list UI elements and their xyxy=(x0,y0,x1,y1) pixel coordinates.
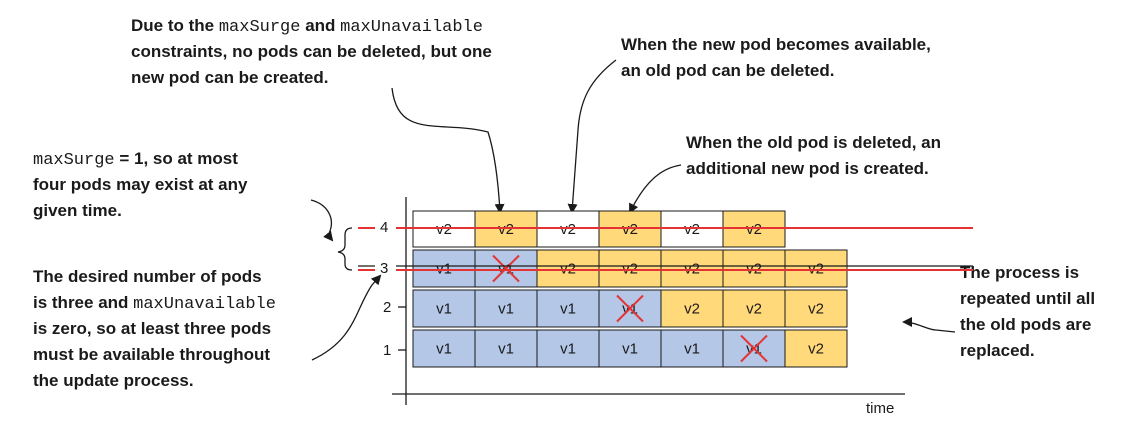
annotation-process-repeated: The process is repeated until all the ol… xyxy=(960,263,1095,360)
pod-cell-step6-slot3 xyxy=(722,249,786,288)
pod-label-step5-slot1: v1 xyxy=(684,341,700,358)
annotation-surge-constraints-line3: new pod can be created. xyxy=(131,68,328,87)
annotation-max-surge-line1: maxSurge = 1, so at most xyxy=(33,149,238,170)
pod-cell-step1-slot3 xyxy=(412,249,476,288)
pod-cell-step5-slot3 xyxy=(660,249,724,288)
annotation-process-repeated-line3: the old pods are xyxy=(960,315,1091,334)
pod-cell-step4-slot3 xyxy=(598,249,662,288)
leader-arrow-desired-pods xyxy=(311,274,382,361)
annotation-max-surge-line3: given time. xyxy=(33,201,122,220)
leader-arrow-old-pod-deleted xyxy=(629,164,682,214)
pod-label-step3-slot1: v1 xyxy=(560,341,576,358)
leader-arrow-new-pod-available xyxy=(567,59,617,214)
pod-grid: v1v1v1v2v1v1v1v2v1v1v2v2v1v1v2v2v1v2v2v2… xyxy=(412,210,848,368)
y-tick-label-1: 1 xyxy=(383,342,391,359)
pod-label-step7-slot2: v2 xyxy=(808,301,824,318)
delete-cross-icon xyxy=(616,294,644,323)
pod-cell-step7-slot1 xyxy=(784,329,848,368)
pod-cell-step3-slot1 xyxy=(536,329,600,368)
annotation-old-pod-deleted-line2: additional new pod is created. xyxy=(686,159,929,178)
pod-label-step7-slot1: v2 xyxy=(808,341,824,358)
pod-cell-step3-slot2 xyxy=(536,289,600,328)
pod-label-step2-slot4: v2 xyxy=(498,221,514,238)
pod-label-step4-slot4: v2 xyxy=(622,221,638,238)
x-axis-label: time xyxy=(866,400,894,417)
y-tick-label-3: 3 xyxy=(380,260,388,277)
pod-cell-step2-slot2 xyxy=(474,289,538,328)
pod-label-step2-slot2: v1 xyxy=(498,301,514,318)
annotation-desired-pods: The desired number of pods is three and … xyxy=(33,267,276,390)
pod-label-step3-slot4: v2 xyxy=(560,221,576,238)
annotation-process-repeated-line2: repeated until all xyxy=(960,289,1095,308)
pod-label-step5-slot2: v2 xyxy=(684,301,700,318)
limit-lines xyxy=(358,227,973,271)
annotation-surge-constraints: Due to the maxSurge and maxUnavailable c… xyxy=(131,16,492,87)
pod-label-step6-slot4: v2 xyxy=(746,221,762,238)
pod-label-step1-slot4: v2 xyxy=(436,221,452,238)
delete-cross-icon xyxy=(492,254,520,283)
pod-label-step1-slot2: v1 xyxy=(436,301,452,318)
annotation-old-pod-deleted: When the old pod is deleted, an addition… xyxy=(686,133,941,178)
pod-label-step3-slot2: v1 xyxy=(560,301,576,318)
annotation-process-repeated-line4: replaced. xyxy=(960,341,1035,360)
annotation-desired-pods-line1: The desired number of pods xyxy=(33,267,262,286)
pod-cell-step6-slot2 xyxy=(722,289,786,328)
annotation-desired-pods-line5: the update process. xyxy=(33,371,194,390)
annotation-max-surge-line2: four pods may exist at any xyxy=(33,175,248,194)
y-tick-label-2: 2 xyxy=(383,299,391,316)
annotation-max-surge: maxSurge = 1, so at most four pods may e… xyxy=(33,149,248,220)
pod-label-step6-slot2: v2 xyxy=(746,301,762,318)
pod-label-step2-slot1: v1 xyxy=(498,341,514,358)
annotation-new-pod-available-line1: When the new pod becomes available, xyxy=(621,35,931,54)
y-tick-label-4: 4 xyxy=(380,219,388,236)
surge-range-brace xyxy=(337,227,353,271)
pod-cell-step3-slot3 xyxy=(536,249,600,288)
leader-arrows xyxy=(310,59,956,361)
pod-cell-step5-slot2 xyxy=(660,289,724,328)
pod-label-step5-slot4: v2 xyxy=(684,221,700,238)
pod-cell-step5-slot1 xyxy=(660,329,724,368)
annotation-desired-pods-line4: must be available throughout xyxy=(33,345,270,364)
delete-cross-icon xyxy=(740,334,768,363)
leader-arrow-process-repeated xyxy=(902,317,956,333)
annotation-surge-constraints-line1: Due to the maxSurge and maxUnavailable xyxy=(131,16,483,37)
pod-cell-step7-slot2 xyxy=(784,289,848,328)
pod-cell-step7-slot3 xyxy=(784,249,848,288)
annotation-new-pod-available-line2: an old pod can be deleted. xyxy=(621,61,834,80)
annotation-desired-pods-line2: is three and maxUnavailable xyxy=(33,293,276,314)
annotation-surge-constraints-line2: constraints, no pods can be deleted, but… xyxy=(131,42,492,61)
annotation-old-pod-deleted-line1: When the old pod is deleted, an xyxy=(686,133,941,152)
pod-cell-step1-slot2 xyxy=(412,289,476,328)
leader-arrow-surge-constraints xyxy=(391,87,505,214)
leader-arrow-max-surge xyxy=(310,199,334,242)
annotation-desired-pods-line3: is zero, so at least three pods xyxy=(33,319,271,338)
annotation-process-repeated-line1: The process is xyxy=(960,263,1079,282)
y-axis-ticks: 1 2 3 4 xyxy=(380,219,406,359)
pod-label-step1-slot1: v1 xyxy=(436,341,452,358)
annotation-new-pod-available: When the new pod becomes available, an o… xyxy=(621,35,931,80)
pod-label-step4-slot1: v1 xyxy=(622,341,638,358)
